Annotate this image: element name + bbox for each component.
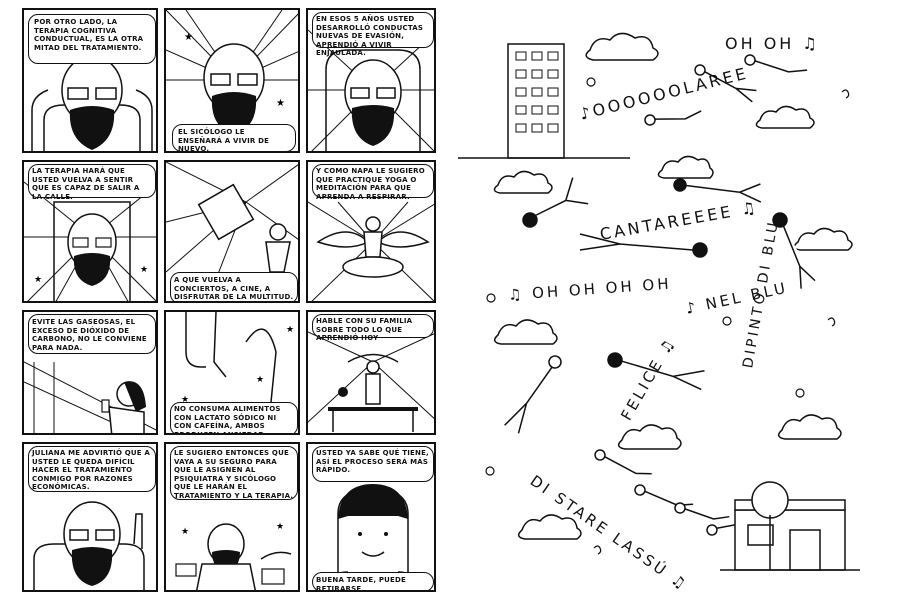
caption-7: EVITE LAS GASEOSAS, EL EXCESO DE DIÓXIDO… [32, 318, 147, 352]
panel-9: HABLE CON SU FAMILIA SOBRE TODO LO QUE A… [306, 310, 436, 435]
panel-4: ★★ LA TERAPIA HARÁ QUE USTED VUELVA A SE… [22, 160, 158, 303]
svg-text:★: ★ [276, 522, 284, 532]
lyric-oh-oh: OH OH ♫ [725, 34, 820, 53]
caption-6: Y COMO NAPA LE SUGIERO QUE PRACTIQUE YOG… [316, 167, 425, 201]
meditating-angel-illustration [308, 201, 434, 301]
woman-drinking-illustration [24, 361, 156, 433]
comic-page-left: POR OTRO LADO, LA TERAPIA COGNITIVA COND… [22, 8, 436, 592]
panel-6: Y COMO NAPA LE SUGIERO QUE PRACTIQUE YOG… [306, 160, 436, 303]
family-table-illustration [308, 331, 434, 432]
caption-5: A QUE VUELVA A CONCIERTOS, A CINE, A DIS… [174, 276, 294, 301]
svg-text:★: ★ [181, 527, 189, 537]
comic-page-right: OH OH ♫ ♪OOOOOOLAREE CANTAREEEE ♫ ♫ OH O… [450, 0, 900, 598]
panel-3: EN ESOS 5 AÑOS USTED DESARROLLÓ CONDUCTA… [306, 8, 436, 153]
caption-3: EN ESOS 5 AÑOS USTED DESARROLLÓ CONDUCTA… [316, 15, 424, 57]
svg-text:★: ★ [184, 32, 193, 43]
doctor-halo-illustration: ★★ [24, 181, 156, 301]
panel-1: POR OTRO LADO, LA TERAPIA COGNITIVA COND… [22, 8, 158, 153]
caption-10: JULIANA ME ADVIRTIÓ QUE A USTED LE QUEDA… [32, 449, 151, 491]
caption-4: LA TERAPIA HARÁ QUE USTED VUELVA A SENTI… [32, 167, 140, 201]
panel-11: ★★ LE SUGIERO ENTONCES QUE VAYA A SU SEG… [164, 442, 300, 592]
panel-7: EVITE LAS GASEOSAS, EL EXCESO DE DIÓXIDO… [22, 310, 158, 435]
doctor-desk-illustration: ★★ [175, 522, 292, 590]
panel-10: JULIANA ME ADVIRTIÓ QUE A USTED LE QUEDA… [22, 442, 158, 592]
flying-figures-illustration [166, 162, 298, 301]
panel-8: ★ ★ ★ NO CONSUMA ALIMENTOS CON LACTATO SÓD… [164, 310, 300, 435]
clouds [493, 32, 853, 540]
flower-doodles [485, 77, 850, 555]
caption-2: EL SICÓLOGO LE ENSEÑARÁ A VIVIR DE NUEVO… [178, 128, 270, 153]
hanging-legs-illustration: ★ ★ ★ [181, 312, 294, 405]
doctor-finger-illustration [33, 501, 145, 590]
apartment-building [458, 43, 630, 159]
svg-text:★: ★ [256, 375, 264, 385]
panel-2: ★★ EL SICÓLOGO LE ENSEÑARÁ A VIVIR DE NU… [164, 8, 300, 153]
doctor-portrait-illustration [31, 55, 153, 151]
svg-text:★: ★ [286, 325, 294, 335]
caption-13: BUENA TARDE, PUEDE RETIRARSE [316, 576, 407, 592]
flying-people-illustration [458, 32, 860, 571]
house-with-tree [720, 481, 860, 571]
doctor-rays-illustration: ★★ [166, 10, 298, 134]
smiling-woman-illustration [327, 484, 419, 590]
svg-text:★: ★ [181, 395, 189, 405]
caption-12: USTED YA SABE QUÉ TIENE, ASÍ EL PROCESO … [316, 449, 429, 474]
svg-text:★: ★ [276, 98, 285, 109]
panel-5: A QUE VUELVA A CONCIERTOS, A CINE, A DIS… [164, 160, 300, 303]
svg-text:★: ★ [140, 265, 148, 275]
svg-text:★: ★ [34, 275, 42, 285]
panel-12: USTED YA SABE QUÉ TIENE, ASÍ EL PROCESO … [306, 442, 436, 592]
caption-9: HABLE CON SU FAMILIA SOBRE TODO LO QUE A… [316, 317, 413, 342]
caption-8: NO CONSUMA ALIMENTOS CON LACTATO SÓDICO … [174, 405, 281, 435]
caption-1: POR OTRO LADO, LA TERAPIA COGNITIVA COND… [34, 18, 144, 52]
caption-11: LE SUGIERO ENTONCES QUE VAYA A SU SEGURO… [174, 449, 294, 500]
